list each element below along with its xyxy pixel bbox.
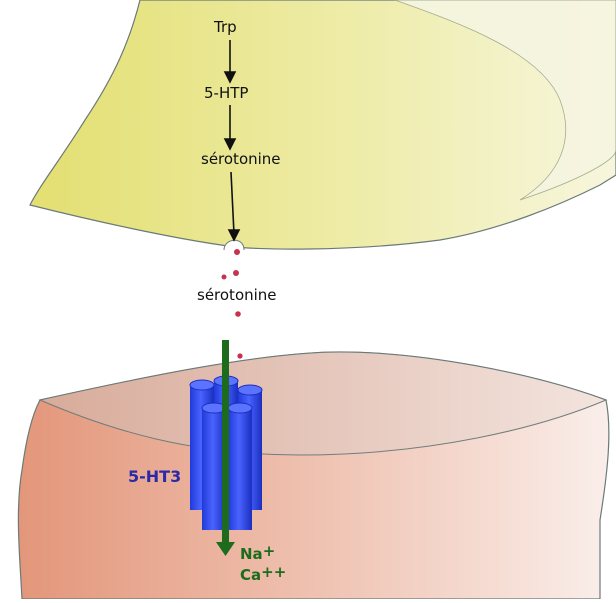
pathway-5htp: 5-HTP [204,84,249,102]
presynaptic-terminal [29,0,616,250]
ion-flux-arrow [216,340,235,556]
ion-na: Na+ [240,542,276,563]
ion-ca: Ca++ [240,563,287,584]
ion-na-charge: + [262,542,276,560]
ion-na-symbol: Na [240,545,263,563]
ion-ca-charge: ++ [261,563,287,581]
presynaptic-highlight [394,0,616,201]
pathway-arrows [223,40,241,242]
pathway-trp: Trp [214,18,237,36]
pathway-serotonin: sérotonine [201,150,281,168]
receptor-label: 5-HT3 [128,467,182,486]
ion-ca-symbol: Ca [240,566,262,584]
cleft-serotonin-label: sérotonine [197,286,277,304]
